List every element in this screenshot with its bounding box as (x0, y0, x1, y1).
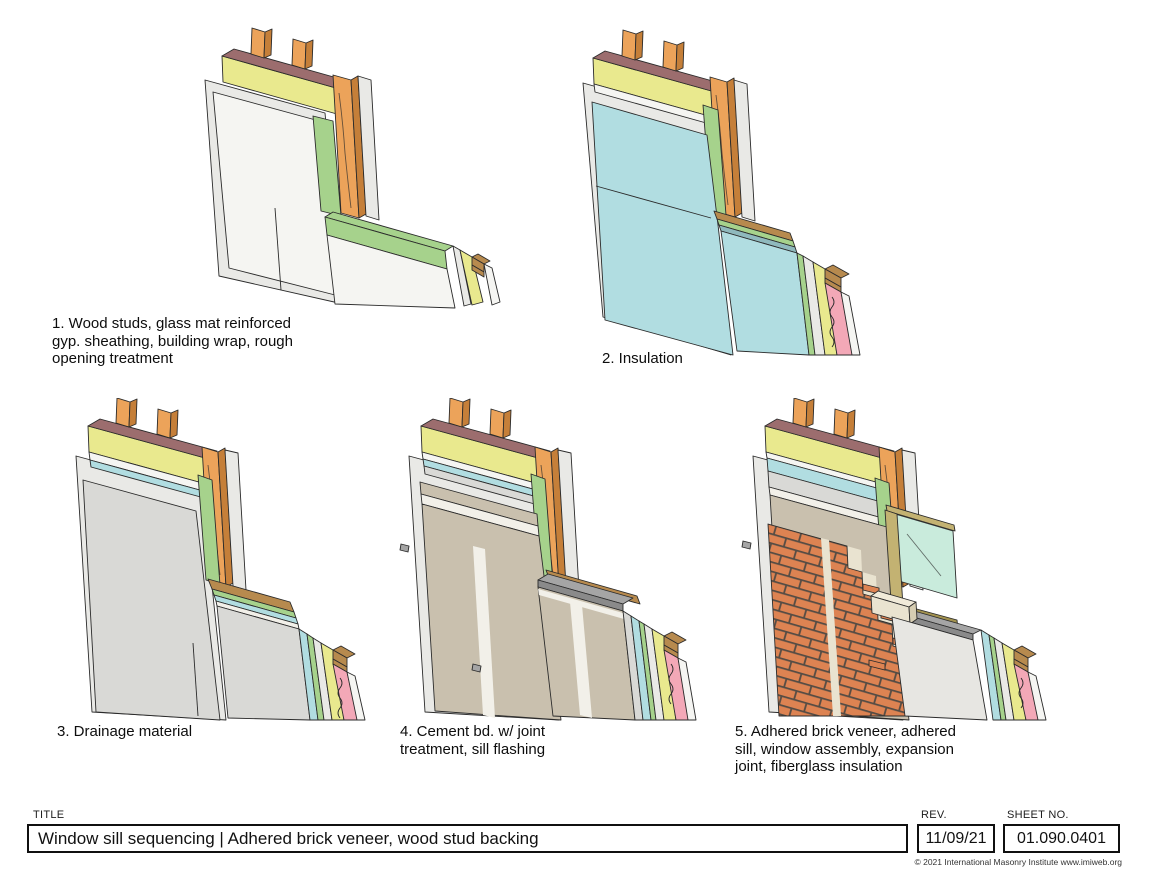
fastener-clip (399, 543, 410, 553)
drainage-panels (82, 479, 311, 721)
rev-box: 11/09/21 (917, 824, 995, 853)
figure-step-1 (204, 27, 501, 309)
window-assembly (870, 504, 982, 641)
rev-label: REV. (921, 809, 947, 821)
title-box: Window sill sequencing | Adhered brick v… (27, 824, 908, 853)
caption-step-4: 4. Cement bd. w/ joint treatment, sill f… (400, 723, 546, 758)
section-cut (298, 628, 366, 721)
lower-wall (891, 616, 988, 721)
wall-assembly-step2 (582, 29, 861, 356)
rev-date: 11/09/21 (925, 829, 987, 847)
figure-step-4 (399, 398, 697, 721)
fastener-clip (471, 663, 482, 673)
figure-step-3 (75, 398, 366, 721)
caption-step-2: 2. Insulation (602, 350, 683, 367)
sheet-title: Window sill sequencing | Adhered brick v… (38, 828, 539, 848)
fastener-clip (741, 540, 752, 550)
cement-board-joint-treatment (419, 481, 562, 721)
caption-step-1: 1. Wood studs, glass mat reinforced gyp.… (52, 315, 293, 368)
section-cut (980, 629, 1047, 721)
sheet-no-box: 01.090.0401 (1003, 824, 1120, 853)
figure-step-5 (741, 398, 1047, 721)
sheet-number: 01.090.0401 (1017, 829, 1106, 847)
sheet-no-label: SHEET NO. (1007, 809, 1069, 821)
rough-opening-membrane (312, 115, 454, 270)
figure-step-2 (582, 29, 861, 356)
section-cut (452, 245, 501, 307)
caption-step-5: 5. Adhered brick veneer, adhered sill, w… (735, 723, 956, 776)
expansion-joint (821, 538, 841, 716)
wall-assembly-step3 (75, 398, 366, 721)
wall-assembly-step1 (204, 27, 501, 309)
caption-step-3: 3. Drainage material (57, 723, 193, 740)
copyright-note: © 2021 International Masonry Institute w… (914, 857, 1122, 867)
wood-studs (250, 27, 367, 219)
wall-assembly-step5 (741, 398, 1047, 721)
section-cut (796, 252, 861, 356)
title-label: TITLE (33, 809, 65, 821)
insulation-boards (591, 101, 810, 356)
section-cut (622, 610, 697, 721)
wall-assembly-step4 (399, 398, 697, 721)
